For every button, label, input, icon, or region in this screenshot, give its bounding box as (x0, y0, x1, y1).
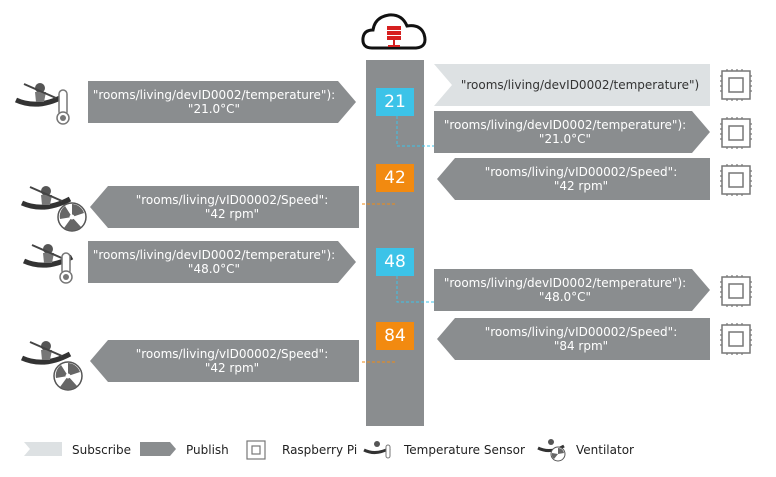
msg-value: "21.0°C" (187, 102, 241, 116)
legend-raspberry-pi-label: Raspberry Pi (282, 443, 358, 457)
msg-label-speed-in-2: "rooms/living/vID00002/Speed": "84 rpm" (456, 325, 706, 353)
token-value-temperature-2: 48 (384, 252, 406, 272)
legend-ventilator-icon (537, 439, 566, 462)
token-value-temperature-1: 21 (384, 92, 406, 112)
raspberry-pi-icon (720, 323, 752, 355)
msg-value: "48.0°C" (538, 290, 592, 304)
raspberry-pi-icon (720, 275, 752, 307)
msg-label-temp-out-1: "rooms/living/devID0002/temperature"): "… (440, 118, 690, 146)
msg-topic: "rooms/living/vID00002/Speed": (484, 325, 678, 339)
token-temperature-2 (376, 248, 414, 276)
msg-value: "21.0°C" (538, 132, 592, 146)
legend-temperature-sensor-icon (363, 441, 391, 459)
publish-arrow-temp-in-1 (88, 81, 356, 123)
subscribe-arrow (434, 64, 710, 106)
token-value-speed-1: 42 (384, 168, 406, 188)
msg-label-speed-in-1: "rooms/living/vID00002/Speed": "42 rpm" (456, 165, 706, 193)
msg-topic: "rooms/living/devID0002/temperature"): (443, 118, 687, 132)
msg-topic: "rooms/living/devID0002/temperature"): (92, 88, 336, 102)
legend-publish-arrow (140, 442, 176, 456)
token-value-speed-2: 84 (384, 326, 406, 346)
temperature-sensor-icon (22, 244, 74, 284)
msg-topic: "rooms/living/vID00002/Speed": (135, 193, 329, 207)
token-speed-1 (376, 164, 414, 192)
msg-topic: "rooms/living/devID0002/temperature"): (92, 248, 336, 262)
token-speed-2 (376, 322, 414, 350)
msg-topic: "rooms/living/vID00002/Speed": (484, 165, 678, 179)
legend-subscribe-label: Subscribe (72, 443, 131, 457)
publish-arrow-temp-out-2 (434, 269, 710, 311)
msg-value: "42 rpm" (204, 361, 260, 375)
ventilator-icon (20, 186, 87, 232)
msg-topic: "rooms/living/devID0002/temperature") (460, 78, 700, 92)
msg-label-temp-in-2: "rooms/living/devID0002/temperature"): "… (92, 248, 336, 276)
msg-label-temp-out-2: "rooms/living/devID0002/temperature"): "… (440, 276, 690, 304)
msg-topic: "rooms/living/devID0002/temperature"): (443, 276, 687, 290)
broker-bar (366, 60, 424, 426)
msg-label-speed-out-2: "rooms/living/vID00002/Speed": "42 rpm" (108, 347, 356, 375)
cloud-icon (361, 13, 427, 50)
publish-arrow-temp-out-1 (434, 111, 710, 153)
msg-label-temp-in-1: "rooms/living/devID0002/temperature"): "… (92, 88, 336, 116)
msg-value: "42 rpm" (553, 179, 609, 193)
raspberry-pi-icon (720, 164, 752, 196)
connector-temp-2 (396, 276, 434, 303)
publish-arrow-speed-out-1 (90, 186, 359, 228)
legend-raspberry-pi-icon (246, 440, 266, 460)
legend-temperature-sensor-label: Temperature Sensor (404, 443, 525, 457)
msg-topic: "rooms/living/vID00002/Speed": (135, 347, 329, 361)
connector-temp-1 (396, 116, 434, 147)
legend-publish-label: Publish (186, 443, 229, 457)
publish-arrow-speed-in-1 (437, 158, 710, 200)
msg-label-speed-out-1: "rooms/living/vID00002/Speed": "42 rpm" (108, 193, 356, 221)
publish-arrow-temp-in-2 (88, 241, 356, 283)
msg-value: "84 rpm" (553, 339, 609, 353)
legend-subscribe-arrow (24, 442, 62, 456)
temperature-sensor-icon (14, 83, 70, 125)
legend-ventilator-label: Ventilator (576, 443, 634, 457)
ventilator-icon (20, 341, 83, 391)
token-temperature-1 (376, 88, 414, 116)
msg-value: "48.0°C" (187, 262, 241, 276)
msg-label-subscribe: "rooms/living/devID0002/temperature") (450, 78, 710, 92)
raspberry-pi-icon (720, 117, 752, 149)
publish-arrow-speed-in-2 (437, 318, 710, 360)
raspberry-pi-icon (720, 69, 752, 101)
msg-value: "42 rpm" (204, 207, 260, 221)
publish-arrow-speed-out-2 (90, 340, 359, 382)
